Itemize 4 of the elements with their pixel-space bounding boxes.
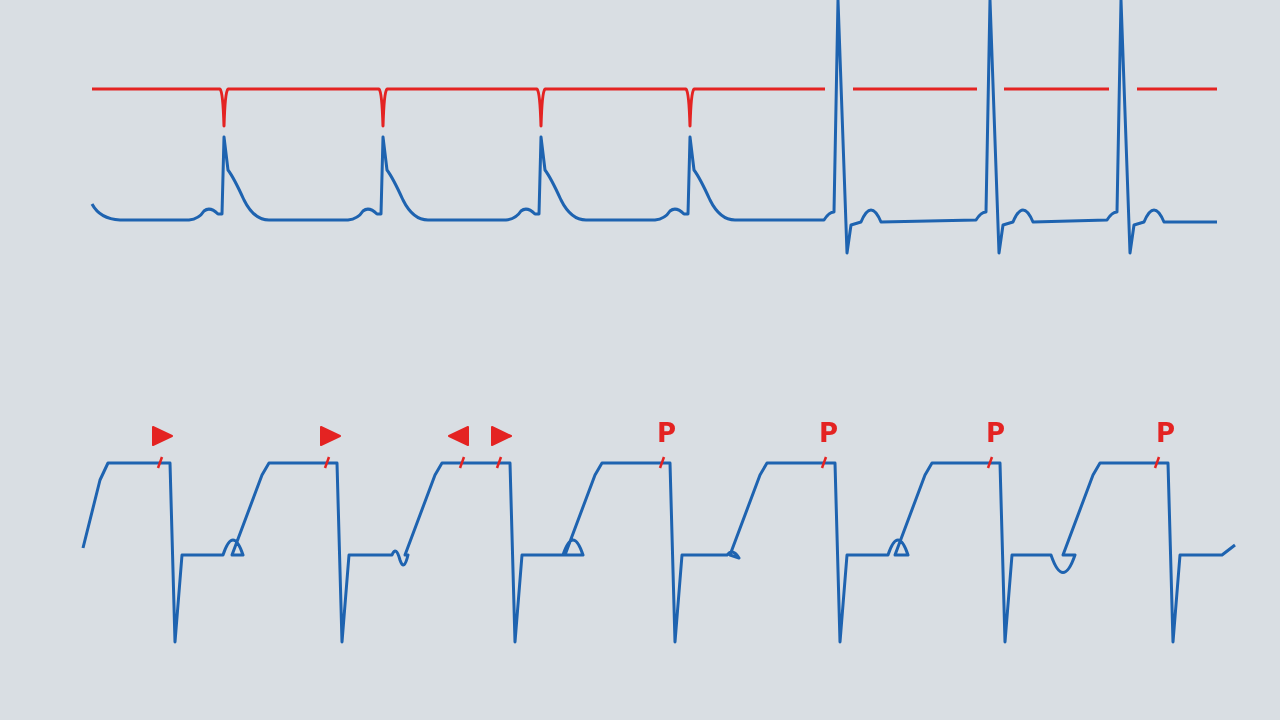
marker-label: P <box>1156 420 1176 446</box>
marker-label: P <box>657 420 677 446</box>
marker-label: P <box>986 420 1006 446</box>
marker-label: P <box>819 420 839 446</box>
